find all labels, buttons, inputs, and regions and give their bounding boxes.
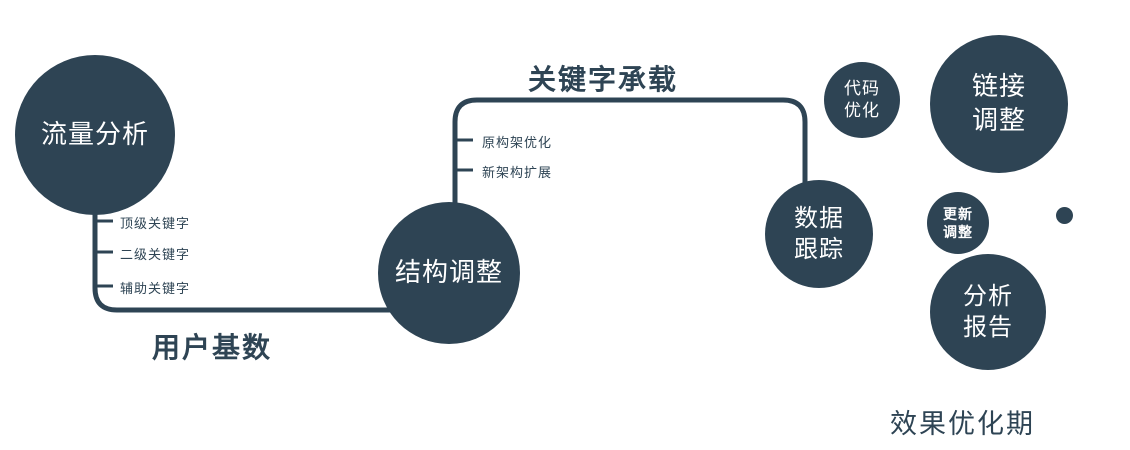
bullet-dot (1056, 207, 1073, 224)
node-structure-adjustment-label: 结构调整 (394, 257, 503, 288)
node-code-optimization-line1: 代码 (844, 78, 880, 98)
node-analysis-report-line2: 报告 (963, 314, 1013, 341)
node-update-adjustment-line2: 调整 (943, 224, 973, 240)
branch-label-aux-keyword: 辅助关键字 (120, 281, 191, 296)
node-traffic-analysis-label: 流量分析 (40, 119, 149, 150)
node-link-adjustment-line1: 链接 (971, 71, 1026, 102)
node-data-tracking-line1: 数据 (794, 204, 844, 232)
node-data-tracking-line2: 跟踪 (794, 236, 844, 263)
edge-label-keyword-load: 关键字承载 (528, 64, 679, 95)
caption-effect-optimization-period: 效果优化期 (890, 409, 1035, 439)
branch-label-second-keyword: 二级关键字 (120, 247, 191, 262)
connector-structure-to-tracking (452, 97, 808, 212)
node-update-adjustment-line1: 更新 (943, 205, 973, 222)
node-structure-adjustment: 结构调整 (378, 202, 520, 344)
branch-label-new-architecture: 新架构扩展 (482, 165, 553, 180)
edge-label-user-base: 用户基数 (152, 332, 273, 363)
connector-traffic-to-structure (92, 200, 400, 313)
branch-label-top-keyword: 顶级关键字 (120, 216, 191, 231)
node-link-adjustment-line2: 调整 (971, 105, 1026, 135)
node-analysis-report: 分析 报告 (930, 254, 1046, 370)
branch-label-orig-architecture: 原构架优化 (482, 135, 553, 150)
node-code-optimization: 代码 优化 (824, 62, 900, 138)
node-analysis-report-line1: 分析 (963, 282, 1013, 310)
node-traffic-analysis: 流量分析 (15, 55, 175, 215)
node-link-adjustment: 链接 调整 (930, 35, 1068, 173)
node-update-adjustment: 更新 调整 (927, 192, 989, 254)
node-code-optimization-line2: 优化 (844, 101, 880, 120)
node-data-tracking: 数据 跟踪 (765, 180, 873, 288)
